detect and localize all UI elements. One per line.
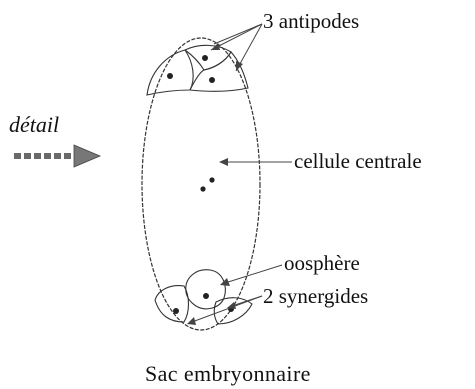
detail-arrow-head: [74, 145, 100, 167]
leader-line: [225, 265, 282, 283]
embryo-sac-outline: [142, 38, 260, 330]
detail-arrow: [14, 145, 100, 167]
polar-nucleus: [209, 177, 214, 182]
synergid-nucleus: [173, 308, 179, 314]
detail-arrow-dash: [54, 153, 61, 159]
polar-nucleus: [200, 186, 205, 191]
oosphere-pointer: [220, 265, 282, 286]
oosphere-nucleus: [203, 293, 209, 299]
detail-arrow-dash: [14, 153, 21, 159]
leader-line: [214, 24, 262, 44]
diagram-caption: Sac embryonnaire: [145, 361, 311, 386]
central-cell-pointer: [219, 158, 292, 166]
label-cellule-centrale: cellule centrale: [294, 149, 422, 173]
antipode-nucleus: [202, 55, 208, 61]
label-antipodes: 3 antipodes: [263, 9, 359, 33]
synergid-cell-left: [155, 286, 189, 322]
arrowhead: [220, 278, 230, 286]
antipode-cell-left: [147, 50, 193, 95]
synergides-pointers: [187, 296, 262, 325]
arrowhead: [219, 158, 228, 166]
detail-arrow-dash: [44, 153, 51, 159]
central-cell-nuclei: [200, 177, 214, 191]
antipode-nucleus: [209, 77, 215, 83]
oosphere-cell: [186, 270, 226, 309]
label-oosphere: oosphère: [284, 251, 360, 275]
arrowhead: [187, 317, 196, 325]
label-detail: détail: [9, 112, 59, 137]
antipode-nucleus: [167, 73, 173, 79]
label-synergides: 2 synergides: [263, 284, 368, 308]
egg-apparatus: [155, 270, 252, 324]
antipodes-group: [147, 45, 248, 95]
detail-arrow-dash: [34, 153, 41, 159]
detail-arrow-dash: [64, 153, 71, 159]
detail-arrow-dash: [24, 153, 31, 159]
